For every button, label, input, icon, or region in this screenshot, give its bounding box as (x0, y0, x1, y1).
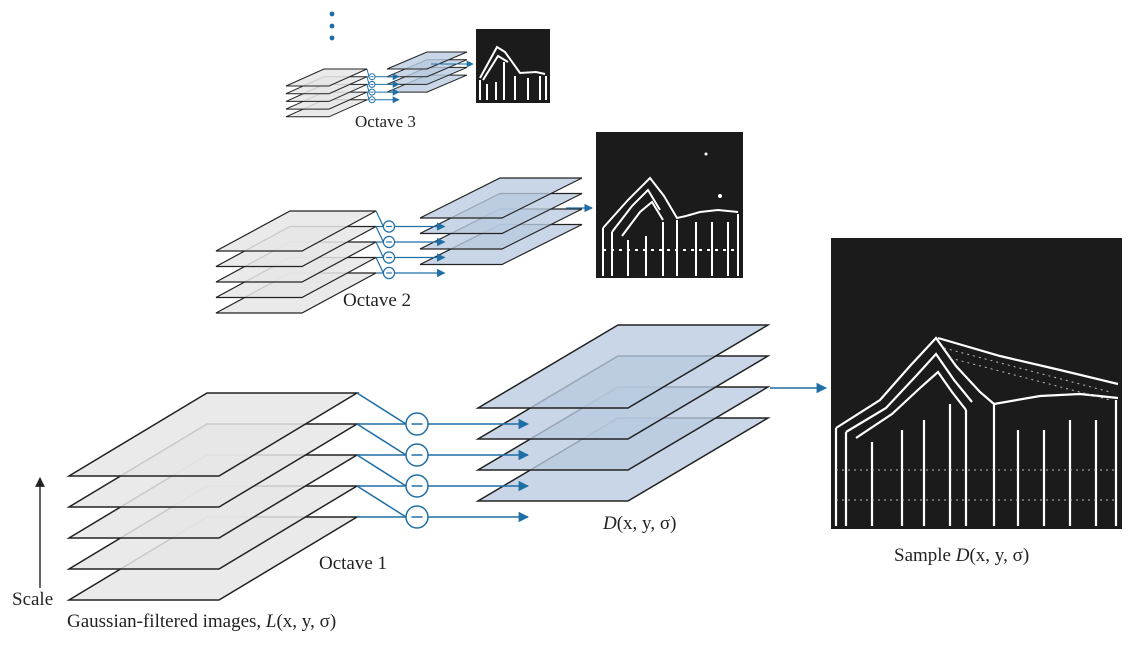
input-arrow (356, 392, 407, 425)
sample-dog-label: Sample D(x, y, σ) (894, 545, 1029, 566)
input-arrow (375, 257, 384, 274)
octave-2-label: Octave 2 (343, 290, 411, 311)
vertical-dots-icon (329, 11, 335, 41)
sample-image-octave-2 (596, 132, 743, 278)
octave-1-label: Octave 1 (319, 553, 387, 574)
dog-plane (419, 177, 583, 219)
input-arrow (366, 84, 370, 93)
octave-3-group (285, 51, 474, 118)
input-arrow (366, 91, 370, 100)
gaussian-filtered-label: Gaussian-filtered images, L(x, y, σ) (67, 611, 336, 632)
scale-label: Scale (12, 589, 53, 610)
input-arrow (375, 210, 384, 227)
sample-image-octave-1 (831, 238, 1122, 529)
octave-3-label: Octave 3 (355, 112, 416, 131)
input-arrow (375, 226, 384, 243)
dog-plane (475, 324, 771, 409)
input-arrow (356, 423, 407, 456)
input-arrow (366, 68, 370, 77)
dog-label: D(x, y, σ) (602, 513, 676, 534)
input-arrow (375, 241, 384, 258)
input-arrow (366, 76, 370, 85)
octave-1-group (66, 324, 828, 601)
input-arrow (356, 485, 407, 518)
sample-image-octave-3 (476, 29, 550, 103)
input-arrow (356, 454, 407, 487)
octave-2-group (215, 177, 593, 314)
dog-plane (386, 51, 468, 70)
